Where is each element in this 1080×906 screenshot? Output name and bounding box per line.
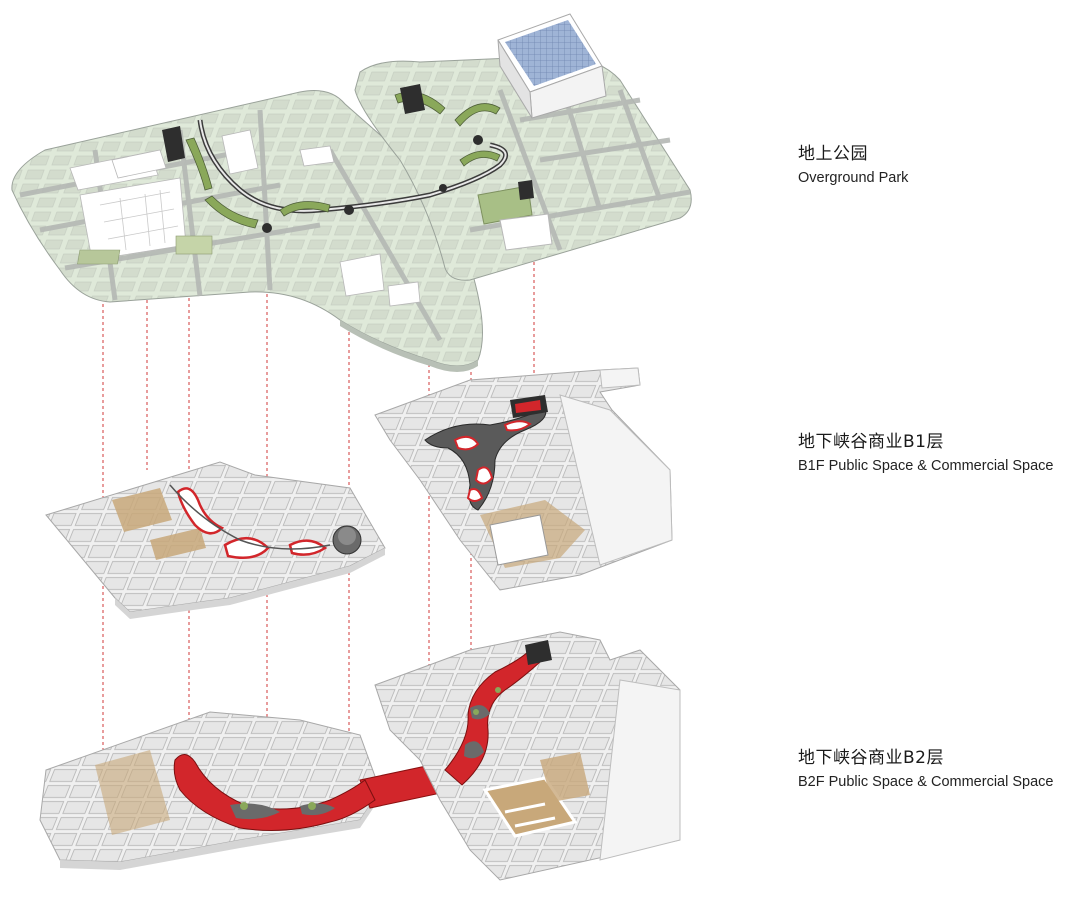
label-b1-zh: 地下峡谷商业B1层 — [798, 432, 944, 452]
label-b1-en: B1F Public Space & Commercial Space — [798, 458, 1054, 474]
b1-level — [45, 367, 673, 619]
label-overground-zh: 地上公园 — [798, 144, 868, 164]
overground-park-level — [11, 13, 692, 372]
label-overground-park: 地上公园 Overground Park — [798, 143, 908, 188]
b2-level — [39, 631, 681, 881]
label-b2-zh: 地下峡谷商业B2层 — [798, 748, 944, 768]
canyon-void — [223, 537, 270, 559]
label-b2: 地下峡谷商业B2层 B2F Public Space & Commercial … — [798, 747, 1053, 792]
canyon-b1-right — [424, 407, 547, 511]
label-b1: 地下峡谷商业B1层 B1F Public Space & Commercial … — [798, 431, 1053, 476]
label-b2-en: B2F Public Space & Commercial Space — [798, 774, 1054, 790]
label-overground-en: Overground Park — [798, 170, 909, 186]
